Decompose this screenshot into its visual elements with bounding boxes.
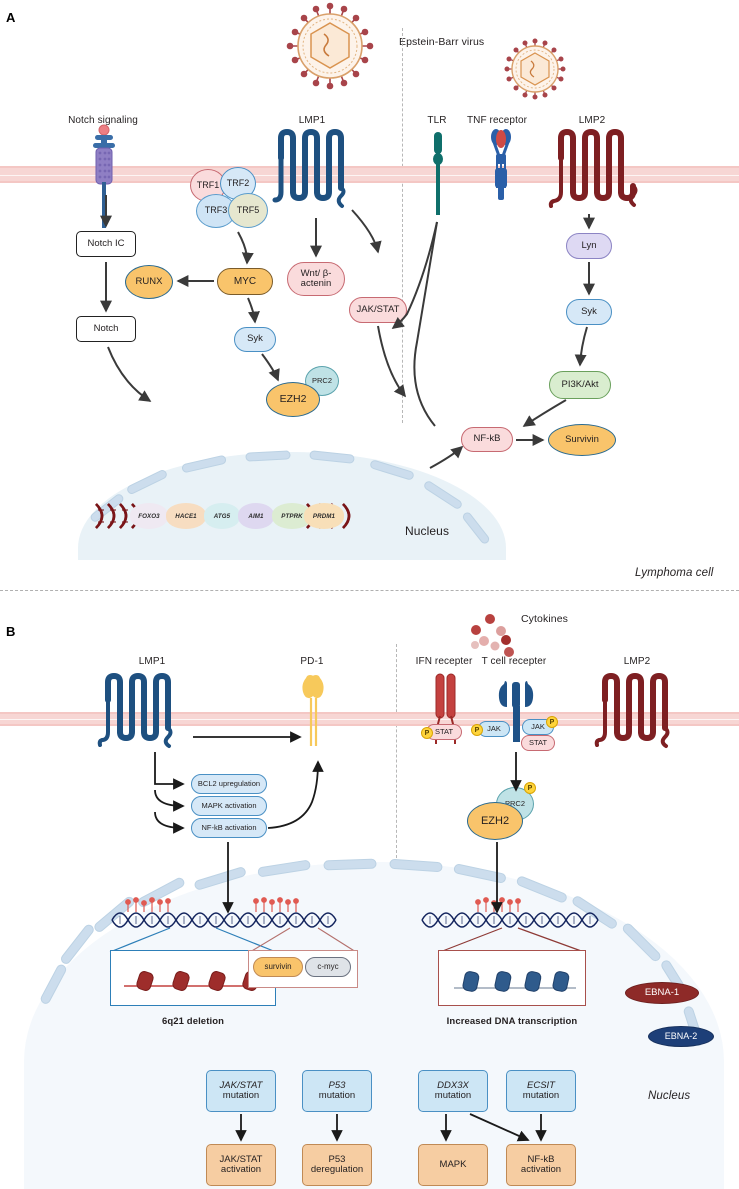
- effect-box-mapk[interactable]: MAPK: [418, 1144, 488, 1186]
- epstein-barr-virus-particle-small: [504, 38, 566, 100]
- phospho-icon-jak-left: P: [471, 724, 483, 736]
- phospho-icon-stat-ifn: P: [421, 727, 433, 739]
- lmp1-protein-b: [97, 672, 173, 748]
- effect-box-nfkb-activation[interactable]: NF-kB activation: [506, 1144, 576, 1186]
- nfkb-activation-node-b[interactable]: NF-kB activation: [191, 818, 267, 838]
- stat-node-tcr[interactable]: STAT: [521, 735, 555, 751]
- mutation-suffix-ecsit: mutation: [522, 1090, 560, 1101]
- mutation-box-ecsit[interactable]: ECSIT mutation: [506, 1070, 576, 1112]
- receptor-label-tnf: TNF receptor: [466, 115, 528, 126]
- lmp2-protein-a: [548, 128, 638, 208]
- dna-helix-left-a: [95, 503, 140, 529]
- pd1-receptor-icon: [302, 675, 324, 746]
- cytokines-label: Cytokines: [521, 613, 569, 625]
- wnt-line-1: Wnt/ β-: [300, 267, 332, 279]
- ebna-1-node[interactable]: EBNA-1: [625, 982, 699, 1004]
- phospho-icon-jak-right: P: [546, 716, 558, 728]
- notch-node[interactable]: Notch: [76, 316, 136, 342]
- gene-chip-aim1[interactable]: AIM1: [238, 503, 274, 529]
- receptor-label-lmp2-a: LMP2: [578, 115, 606, 126]
- survivin-chip[interactable]: survivin: [253, 957, 303, 977]
- panel-a-letter: A: [6, 10, 16, 25]
- receptor-label-lmp1-a: LMP1: [298, 115, 326, 126]
- inset-connector-left: [109, 927, 277, 953]
- nfkb-node-a[interactable]: NF-kB: [461, 427, 513, 452]
- effect-box-p53-deregulation[interactable]: P53 deregulation: [302, 1144, 372, 1186]
- mutation-suffix-p53: mutation: [318, 1090, 356, 1101]
- mutation-box-ddx3x[interactable]: DDX3X mutation: [418, 1070, 488, 1112]
- mutation-box-p53[interactable]: P53 mutation: [302, 1070, 372, 1112]
- plasma-membrane-a: [0, 166, 739, 183]
- inset-connector-right: [439, 927, 585, 953]
- tcr-receptor-icon: [498, 681, 534, 742]
- lmp2-protein-b: [594, 672, 670, 748]
- mapk-activation-node[interactable]: MAPK activation: [191, 796, 267, 816]
- tnf-receptor-icon: [491, 129, 511, 200]
- lymphoma-cell-label: Lymphoma cell: [635, 567, 714, 579]
- epstein-barr-virus-particle-large: [286, 2, 374, 90]
- ezh2-node-b[interactable]: EZH2: [467, 802, 523, 840]
- ezh2-node-a[interactable]: EZH2: [266, 382, 320, 417]
- gene-chip-atg5[interactable]: ATG5: [204, 503, 240, 529]
- runx-node[interactable]: RUNX: [125, 265, 173, 299]
- phospho-icon-prc2: P: [524, 782, 536, 794]
- receptor-label-ifn: IFN recepter: [415, 656, 473, 667]
- effect-line2-nfkb: activation: [520, 1164, 562, 1175]
- gene-chip-foxo3[interactable]: FOXO3: [130, 503, 168, 529]
- effect-line2-jak-stat: activation: [220, 1164, 262, 1175]
- receptor-label-notch: Notch signaling: [68, 115, 138, 126]
- effect-box-jak-stat-activation[interactable]: JAK/STAT activation: [206, 1144, 276, 1186]
- caption-6q21-deletion: 6q21 deletion: [161, 1016, 225, 1027]
- mutation-box-jak-stat[interactable]: JAK/STAT mutation: [206, 1070, 276, 1112]
- cmyc-chip[interactable]: c-myc: [305, 957, 351, 977]
- effect-line1-p53: P53: [328, 1153, 346, 1165]
- survivin-node-a[interactable]: Survivin: [548, 424, 616, 456]
- effect-line2-p53: deregulation: [310, 1164, 364, 1175]
- panel-a-divider: [402, 28, 403, 423]
- nucleosome-icons-right: [454, 971, 576, 992]
- dna-strand-left-b: [111, 897, 337, 928]
- mutation-gene-jak-stat: JAK/STAT: [219, 1079, 263, 1091]
- receptor-label-tcr: T cell recepter: [481, 656, 547, 667]
- jak-stat-node-a[interactable]: JAK/STAT: [349, 297, 407, 323]
- mutation-gene-ecsit: ECSIT: [527, 1079, 555, 1091]
- mutation-suffix-ddx3x: mutation: [434, 1090, 472, 1101]
- effect-line1-nfkb: NF-kB: [527, 1153, 555, 1165]
- syk-node-lmp2[interactable]: Syk: [566, 299, 612, 325]
- virus-label: Epstein-Barr virus: [399, 36, 485, 48]
- wnt-line-2: actenin: [300, 278, 332, 289]
- gene-chip-prdm1[interactable]: PRDM1: [304, 503, 344, 529]
- panel-b-letter: B: [6, 624, 16, 639]
- receptor-label-lmp1-b: LMP1: [138, 656, 166, 667]
- mutation-suffix-jak-stat: mutation: [222, 1090, 260, 1101]
- gene-chip-hace1[interactable]: HACE1: [166, 503, 206, 529]
- lyn-node[interactable]: Lyn: [566, 233, 612, 259]
- notch-receptor-icon: [93, 124, 115, 228]
- mutation-gene-ddx3x: DDX3X: [437, 1079, 469, 1091]
- receptor-label-tlr: TLR: [427, 115, 447, 126]
- mutation-gene-p53: P53: [328, 1079, 346, 1091]
- receptor-label-pd1: PD-1: [300, 656, 324, 667]
- effect-line1-jak-stat: JAK/STAT: [219, 1153, 263, 1165]
- ebna-2-node[interactable]: EBNA-2: [648, 1026, 714, 1047]
- jak-node-left[interactable]: JAK: [478, 721, 510, 737]
- nucleus-label-b: Nucleus: [648, 1090, 691, 1102]
- trf5-node[interactable]: TRF5: [228, 193, 268, 228]
- wnt-beta-catenin-node[interactable]: Wnt/ β- actenin: [287, 262, 345, 296]
- panel-b-divider: [396, 644, 397, 1069]
- bcl2-upregulation-node[interactable]: BCL2 upregulation: [191, 774, 267, 794]
- caption-increased-transcription: Increased DNA transcription: [446, 1016, 578, 1027]
- syk-node-a[interactable]: Syk: [234, 327, 276, 352]
- nucleus-label-a: Nucleus: [405, 524, 450, 538]
- cytokine-dots: [471, 614, 514, 657]
- panel-separator: [0, 590, 739, 591]
- notch-ic-node[interactable]: Notch IC: [76, 231, 136, 257]
- nuclear-pores-a: [90, 450, 490, 544]
- inset-connector-oncogene: [249, 927, 357, 953]
- pi3k-akt-node[interactable]: PI3K/Akt: [549, 371, 611, 399]
- lmp1-protein-a: [272, 128, 346, 208]
- tlr-receptor-icon: [433, 132, 443, 215]
- myc-node[interactable]: MYC: [217, 268, 273, 295]
- receptor-label-lmp2-b: LMP2: [623, 656, 651, 667]
